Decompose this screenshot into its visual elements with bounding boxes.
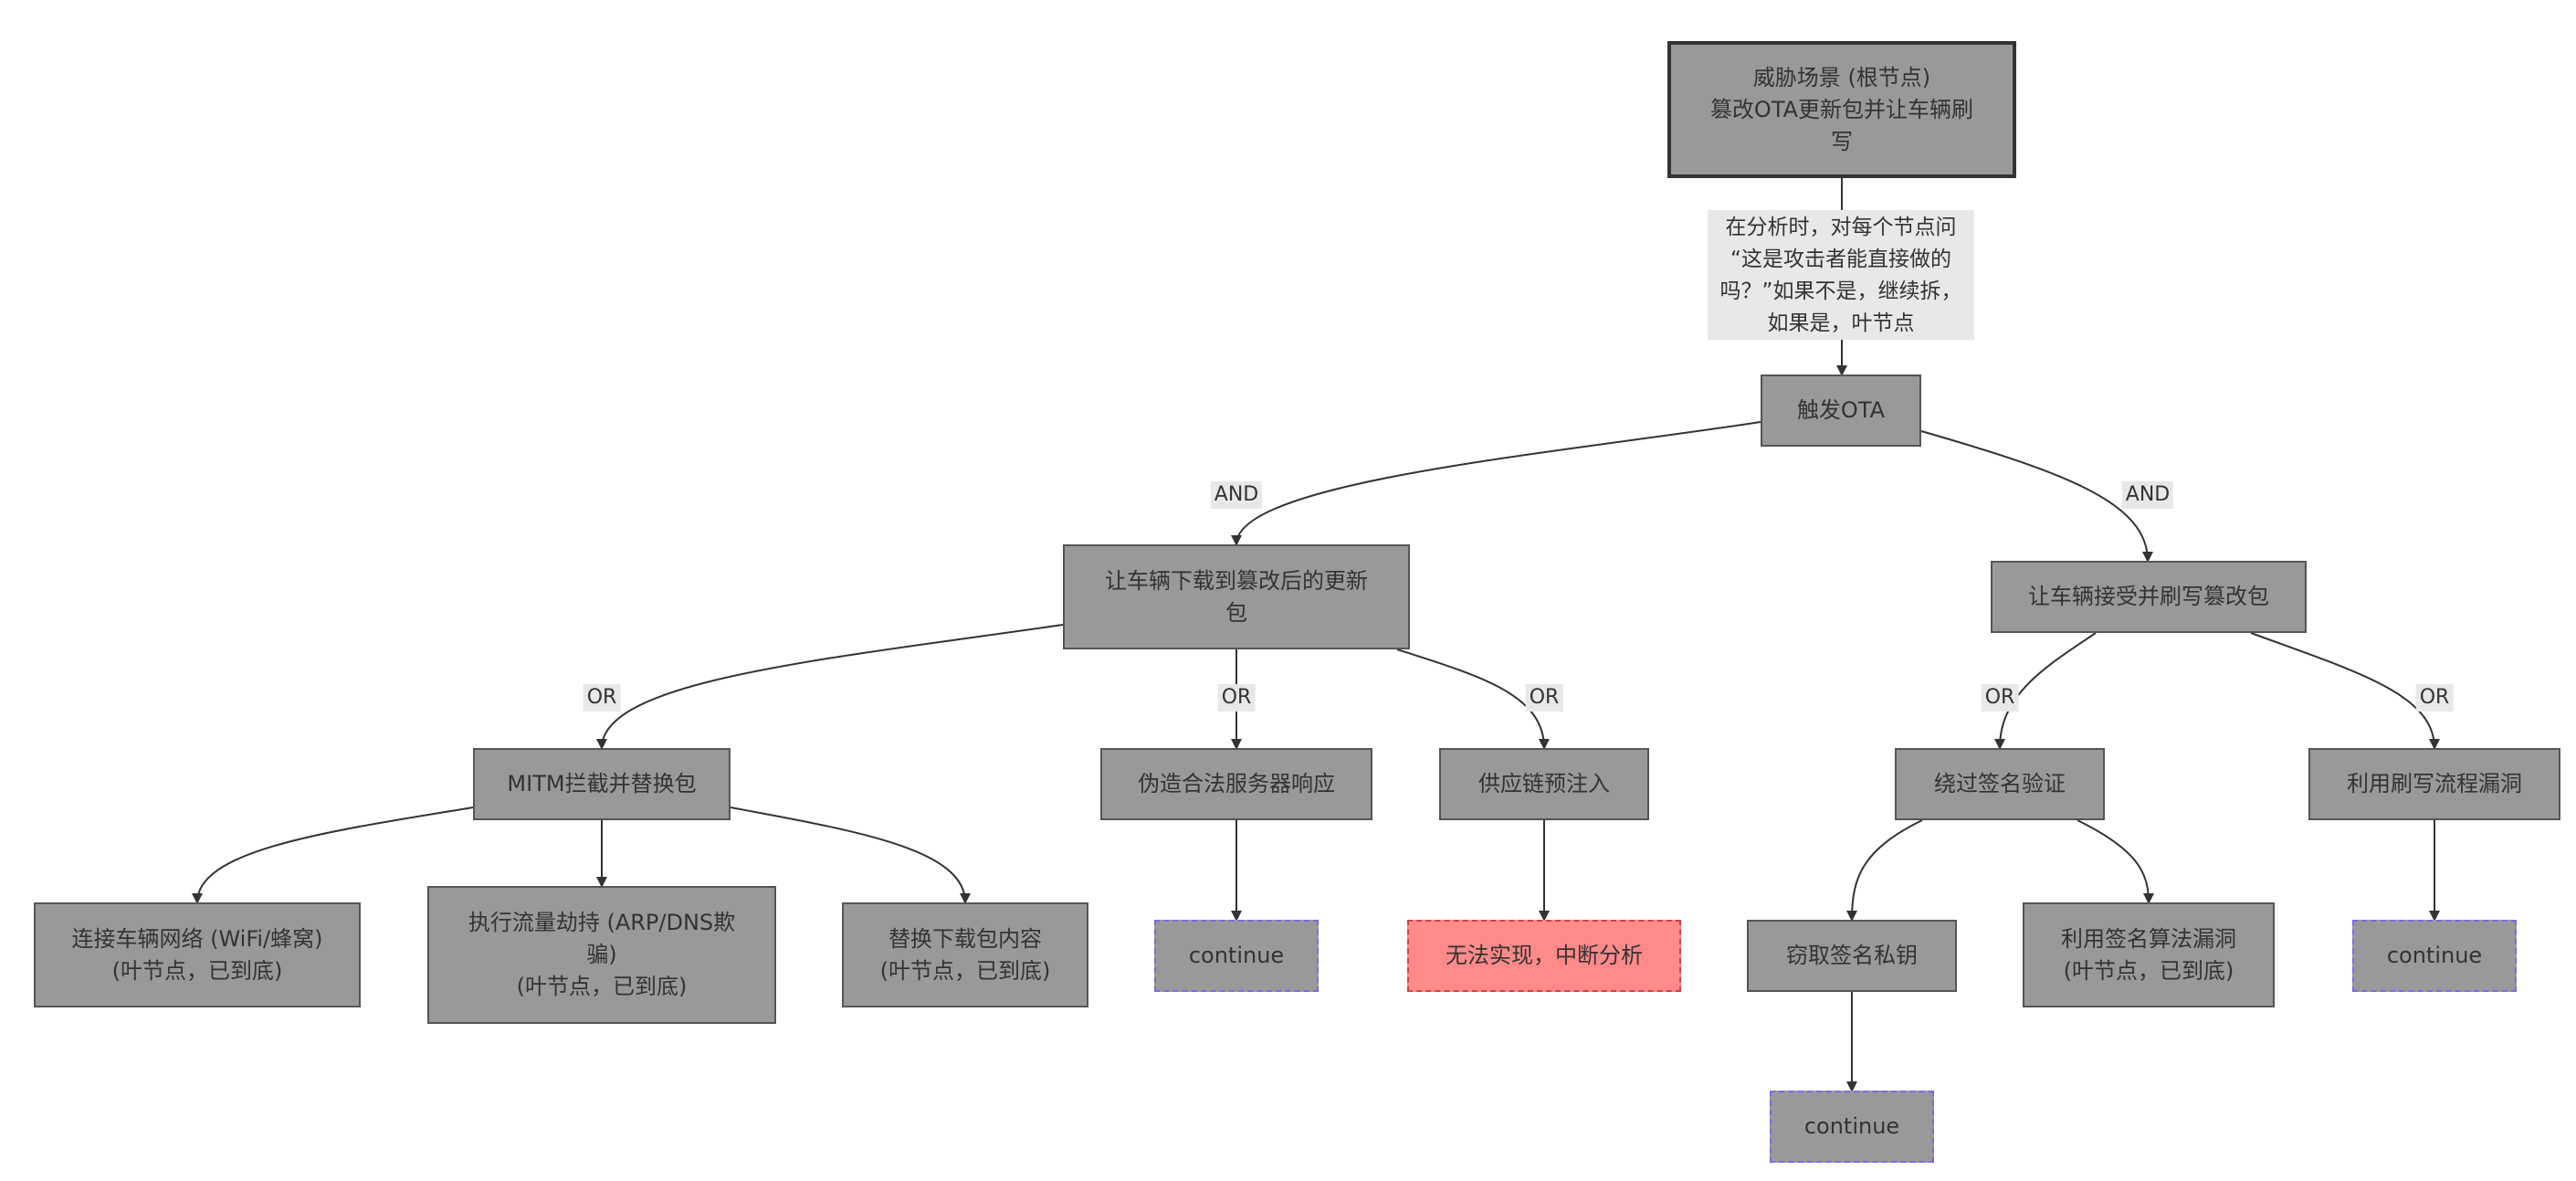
node-text-line: 如果是，叶节点	[1767, 311, 1915, 335]
node-root: 威胁场景 (根节点) 篡改OTA更新包并让车辆刷写	[1667, 41, 2016, 178]
node-text-line: 骗)	[586, 942, 617, 967]
node-text-line: (叶节点，已到底)	[879, 957, 1051, 984]
node-text-line: continue	[1803, 1113, 1900, 1139]
node-continue-flash: continue	[2352, 920, 2517, 992]
edge-label-or-bypass: OR	[1981, 684, 2019, 712]
node-text-line: 执行流量劫持 (ARP/DNS欺	[468, 910, 736, 935]
node-forge-server: 伪造合法服务器响应	[1100, 748, 1372, 820]
edge-label-or-supply: OR	[1525, 684, 1563, 712]
edge-label-and-left: AND	[1210, 481, 1263, 509]
node-traffic-hijack: 执行流量劫持 (ARP/DNS欺骗) (叶节点，已到底)	[427, 886, 776, 1024]
edge-trigger-accept	[1920, 430, 2153, 563]
node-text-line: 绕过签名验证	[1934, 771, 2066, 796]
edge-trigger-download	[1231, 421, 1761, 546]
node-text-line: 吗？”如果不是，继续拆，	[1719, 279, 1962, 303]
edge-mitm-replace	[730, 807, 971, 904]
node-steal-key: 窃取签名私钥	[1747, 920, 1957, 992]
edge-mitm-connect	[192, 807, 474, 904]
edge-label-or-flash: OR	[2415, 684, 2454, 712]
node-text-line: MITM拦截并替换包	[507, 771, 697, 796]
edge-download-mitm	[596, 624, 1064, 750]
node-text-line: 伪造合法服务器响应	[1138, 771, 1335, 796]
node-signature-algo-vuln: 利用签名算法漏洞 (叶节点，已到底)	[2023, 902, 2275, 1007]
node-text-line: 篡改OTA更新包并让车辆刷	[1709, 96, 1974, 122]
node-text-line: continue	[2386, 943, 2483, 968]
edge-label-and-right: AND	[2121, 481, 2174, 509]
node-continue-steal: continue	[1770, 1091, 1934, 1163]
node-replace-content: 替换下载包内容 (叶节点，已到底)	[842, 902, 1088, 1007]
node-text-line: 威胁场景 (根节点)	[1752, 64, 1931, 90]
node-text-line: (叶节点，已到底)	[516, 974, 688, 999]
node-mitm: MITM拦截并替换包	[473, 748, 731, 820]
node-text-line: 在分析时，对每个节点问	[1725, 216, 1957, 239]
node-trigger-ota: 触发OTA	[1761, 374, 1921, 447]
node-accept-flash: 让车辆接受并刷写篡改包	[1991, 561, 2307, 633]
node-text-line: 利用签名算法漏洞	[2061, 925, 2236, 952]
node-flash-vuln: 利用刷写流程漏洞	[2308, 748, 2560, 820]
node-text-line: 窃取签名私钥	[1786, 943, 1918, 968]
node-bypass-signature: 绕过签名验证	[1895, 748, 2105, 820]
node-text-line: 包	[1225, 599, 1247, 626]
annotation-note: 在分析时，对每个节点问 “这是攻击者能直接做的吗？”如果不是，继续拆， 如果是，叶节…	[1708, 210, 1974, 340]
edge-accept-flash	[2250, 632, 2440, 750]
edge-bypass-steal	[1846, 819, 1923, 922]
node-text-line: “这是攻击者能直接做的	[1730, 248, 1951, 271]
edge-label-or-forge: OR	[1217, 684, 1256, 712]
node-continue-forge: continue	[1154, 920, 1319, 992]
node-stop-analysis: 无法实现，中断分析	[1407, 920, 1681, 992]
edge-download-supply	[1396, 648, 1550, 750]
node-text-line: (叶节点，已到底)	[111, 957, 283, 984]
edge-accept-bypass	[1994, 632, 2097, 750]
node-supply-chain: 供应链预注入	[1439, 748, 1649, 820]
edge-label-or-mitm: OR	[583, 684, 621, 712]
node-text-line: 写	[1831, 128, 1853, 154]
node-text-line: 无法实现，中断分析	[1446, 943, 1643, 968]
node-connect-network: 连接车辆网络 (WiFi/蜂窝) (叶节点，已到底)	[34, 902, 361, 1007]
edge-bypass-algo	[2077, 819, 2154, 904]
node-text-line: 让车辆接受并刷写篡改包	[2028, 584, 2269, 609]
node-text-line: 触发OTA	[1796, 397, 1886, 423]
node-text-line: (叶节点，已到底)	[2063, 957, 2234, 984]
node-text-line: 连接车辆网络 (WiFi/蜂窝)	[71, 925, 323, 952]
node-text-line: 利用刷写流程漏洞	[2347, 771, 2522, 796]
node-text-line: 供应链预注入	[1478, 771, 1610, 796]
node-download-tampered: 让车辆下载到篡改后的更新包	[1063, 544, 1410, 649]
node-text-line: continue	[1188, 943, 1285, 968]
node-text-line: 替换下载包内容	[888, 925, 1042, 952]
node-text-line: 让车辆下载到篡改后的更新	[1105, 567, 1368, 594]
